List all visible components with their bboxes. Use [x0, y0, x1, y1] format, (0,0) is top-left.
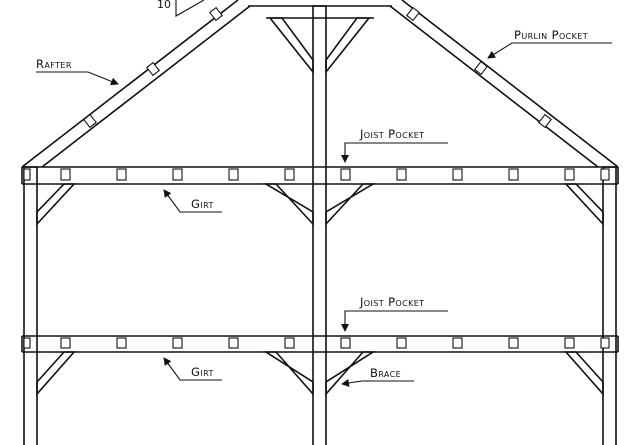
joist-pocket	[116, 168, 127, 181]
joist-pocket	[600, 168, 610, 181]
brace	[325, 17, 371, 75]
callout-brace: Brace	[341, 366, 414, 387]
right-post	[602, 166, 617, 445]
callout-joist-pocket-lower: Joist Pocket	[341, 295, 448, 332]
center-post	[312, 5, 327, 445]
label-purlin-pocket: Purlin Pocket	[514, 28, 588, 42]
callout-rafter: Rafter	[36, 57, 119, 86]
pitch-symbol: 10	[157, 0, 205, 17]
purlin-pocket	[537, 113, 553, 129]
joist-pocket	[172, 337, 183, 349]
joist-pocket	[23, 168, 31, 181]
brace	[36, 183, 76, 227]
pitch-label: 10	[157, 0, 171, 11]
brace	[36, 351, 76, 397]
joist-pocket	[23, 337, 31, 349]
brace	[325, 183, 376, 227]
joist-pocket	[508, 168, 519, 181]
purlin-pocket	[82, 113, 98, 129]
joist-pocket	[60, 168, 71, 181]
joist-pocket	[564, 168, 575, 181]
joist-pocket	[396, 337, 407, 349]
joist-pocket	[284, 168, 295, 181]
purlin-pocket	[208, 6, 224, 22]
brace	[564, 351, 604, 397]
left-rafter	[21, 0, 251, 168]
callout-joist-pocket-upper: Joist Pocket	[341, 127, 448, 163]
joist-pocket	[172, 168, 183, 181]
joist-pocket	[564, 337, 575, 349]
roof-braces	[268, 17, 371, 75]
joist-pocket	[116, 337, 127, 349]
purlin-pocket	[473, 60, 489, 76]
joist-pocket	[284, 337, 295, 349]
purlin-pocket	[405, 6, 421, 22]
callout-purlin-pocket: Purlin Pocket	[487, 28, 612, 59]
callout-girt-lower: Girt	[163, 357, 222, 381]
purlin-pocket	[145, 61, 161, 77]
label-joist-pocket-upper: Joist Pocket	[359, 127, 424, 141]
joist-pocket	[508, 337, 519, 349]
joist-pocket	[60, 337, 71, 349]
label-rafter: Rafter	[36, 57, 72, 71]
lower-girt	[21, 335, 619, 353]
callout-girt-upper: Girt	[163, 189, 222, 213]
upper-girt	[21, 166, 619, 185]
lower-joist-pockets	[23, 337, 610, 349]
joist-pocket	[600, 337, 610, 349]
collar-tie	[248, 5, 392, 19]
upper-braces	[36, 183, 604, 227]
joist-pocket	[452, 168, 463, 181]
brace	[268, 17, 314, 75]
label-joist-pocket-lower: Joist Pocket	[359, 295, 424, 309]
joist-pocket	[228, 337, 239, 349]
right-rafter	[389, 0, 619, 168]
brace	[325, 351, 376, 397]
joist-pocket	[228, 168, 239, 181]
lower-braces	[36, 351, 604, 397]
joist-pocket	[452, 337, 463, 349]
brace	[564, 183, 604, 227]
posts	[23, 5, 617, 445]
joist-pocket	[340, 337, 351, 349]
label-girt-upper: Girt	[191, 197, 214, 211]
upper-joist-pockets	[23, 168, 610, 181]
left-post	[23, 166, 38, 445]
label-brace: Brace	[370, 366, 401, 380]
brace	[263, 183, 314, 227]
purlin-pockets	[82, 6, 553, 129]
label-girt-lower: Girt	[191, 365, 214, 379]
brace	[263, 351, 314, 397]
joist-pocket	[396, 168, 407, 181]
joist-pocket	[340, 168, 351, 181]
